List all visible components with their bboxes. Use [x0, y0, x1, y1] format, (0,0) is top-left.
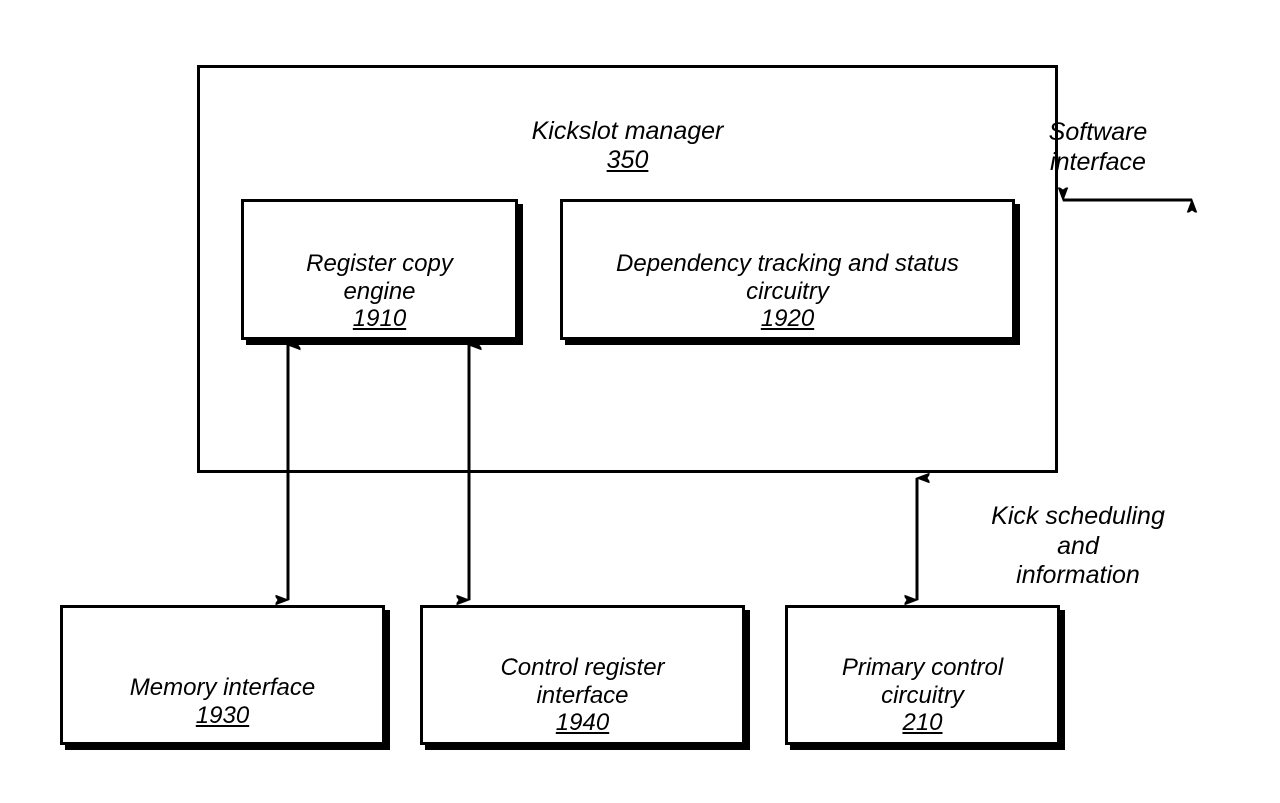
- block-control-register-interface: Control register interface 1940: [420, 605, 745, 745]
- block-dependency-tracking-and-status-circuitry-title: Dependency tracking and status circuitry: [616, 249, 959, 305]
- block-dependency-tracking-and-status-circuitry-label: Dependency tracking and status circuitry…: [563, 222, 1012, 361]
- block-memory-interface-title: Memory interface: [129, 673, 316, 701]
- block-register-copy-engine: Register copy engine 1910: [241, 199, 518, 340]
- annotation-kick-scheduling-and-information: Kick scheduling and information: [991, 502, 1165, 589]
- block-control-register-interface-title: Control register interface: [500, 653, 665, 709]
- block-control-register-interface-ref: 1940: [555, 709, 610, 737]
- block-memory-interface: Memory interface 1930: [60, 605, 385, 745]
- block-register-copy-engine-label: Register copy engine 1910: [244, 222, 515, 361]
- block-dependency-tracking-and-status-circuitry-ref: 1920: [760, 305, 815, 333]
- block-memory-interface-label: Memory interface 1930: [63, 646, 382, 757]
- block-kickslot-manager-ref: 350: [606, 146, 649, 174]
- block-primary-control-circuitry-ref: 210: [902, 709, 943, 737]
- block-kickslot-manager-title: Kickslot manager: [531, 117, 724, 145]
- block-control-register-interface-label: Control register interface 1940: [423, 626, 742, 765]
- block-primary-control-circuitry-label: Primary control circuitry 210: [788, 626, 1057, 765]
- block-memory-interface-ref: 1930: [195, 701, 250, 729]
- block-primary-control-circuitry: Primary control circuitry 210: [785, 605, 1060, 745]
- block-register-copy-engine-title: Register copy engine: [306, 249, 453, 305]
- block-kickslot-manager-label: Kickslot manager 350: [200, 88, 1055, 204]
- annotation-software-interface: Software interface: [1048, 118, 1148, 176]
- block-dependency-tracking-and-status-circuitry: Dependency tracking and status circuitry…: [560, 199, 1015, 340]
- block-primary-control-circuitry-title: Primary control circuitry: [841, 653, 1004, 709]
- block-register-copy-engine-ref: 1910: [352, 305, 407, 333]
